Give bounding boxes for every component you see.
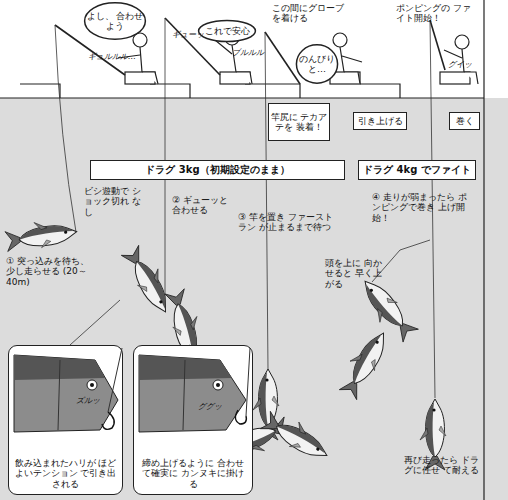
node-text: 竿尻に テカアテを 装着！ [269, 112, 329, 133]
node-text: これで安心 [205, 26, 250, 36]
drag-setting-band: ドラグ 3kg（初期設定のまま） [90, 160, 345, 180]
step-caption: ③ 竿を置き ファーストラン が止まるまで待つ [238, 212, 334, 233]
tuna-head-closeup [139, 348, 250, 432]
step-caption: 再び走ったら ドラグに任せ て耐える [404, 455, 480, 476]
tuna-head-closeup [14, 348, 122, 432]
step-caption: ④ 走りが弱まったら ポンピングで巻き 上げ開始！ [372, 192, 472, 223]
node-text: よし、 合わせよう [84, 11, 146, 32]
sound-effect: ブルルル [232, 48, 264, 57]
node-text: ドラグ 4kg でファイト [363, 164, 471, 176]
sound-effect: グイッ [448, 60, 472, 69]
node-text: のんびりと… [296, 54, 338, 75]
action-box: 巻く [449, 112, 480, 130]
action-box: 引き上げる [353, 112, 407, 130]
node-text: 飲み込まれたハリが ほどよいテンション で引き出される [13, 458, 118, 489]
step-caption: ① 突っ込みを待ち、 少し走らせる (20～40m) [6, 256, 98, 287]
step-note: ポンピングの ファイト開始！ [396, 3, 472, 24]
node-text: 締め上げるように 合わせて確実に カンヌキに掛ける [138, 458, 248, 489]
leader-lines [70, 300, 190, 350]
annotation: ビシ遊動で ショック切れ なし [84, 186, 146, 217]
drag-setting-band: ドラグ 4kg でファイト [358, 160, 476, 180]
closeup-inset: 飲み込まれたハリが ほどよいテンション で引き出される [8, 345, 123, 495]
boat-deck [0, 0, 484, 500]
closeup-inset: 締め上げるように 合わせて確実に カンヌキに掛ける [133, 345, 253, 495]
anglers [118, 31, 478, 84]
node-text: ドラグ 3kg（初期設定のまま） [145, 164, 289, 176]
speech-bubble: のんびりと… [296, 44, 338, 84]
speech-bubble: よし、 合わせよう [84, 2, 146, 40]
step-note: この間にグローブ を着ける [272, 3, 344, 24]
sound-effect: ギュルルル… [88, 52, 136, 61]
step-caption: ② ギューッと 合わせる [172, 195, 234, 216]
note-box: 竿尻に テカアテを 装着！ [268, 103, 330, 141]
node-text: 巻く [456, 116, 474, 126]
annotation: 頭を上に 向かせると 早く上がる [325, 258, 385, 289]
node-text: 引き上げる [358, 116, 403, 126]
speech-bubble: これで安心 [198, 20, 256, 42]
